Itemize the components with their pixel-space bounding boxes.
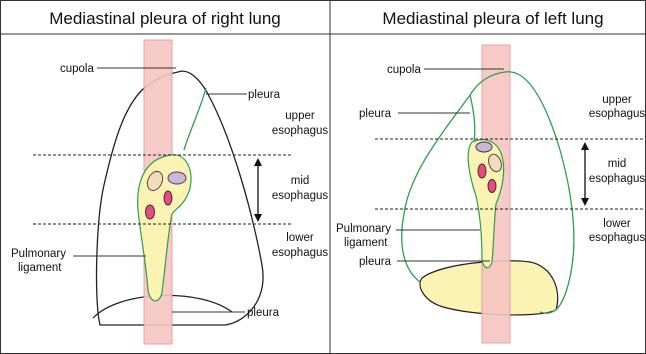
left-bronchus <box>476 142 492 152</box>
left-vein-lower <box>488 180 496 193</box>
left-label-pleura-top: pleura <box>359 108 392 120</box>
left-label-mid-2: esophagus <box>589 173 646 185</box>
right-label-lower-2: esophagus <box>272 247 329 259</box>
right-label-pleura-bottom: pleura <box>247 307 280 319</box>
left-label-mid-1: mid <box>608 158 627 170</box>
left-vein-upper <box>478 164 486 178</box>
right-vein-mid <box>164 191 172 205</box>
right-pleura-line <box>184 88 206 150</box>
left-label-pleura-bottom: pleura <box>359 256 392 268</box>
right-label-lower-1: lower <box>286 232 314 244</box>
panel-right-lung: Mediastinal pleura of right lung <box>11 9 328 344</box>
right-label-pleura-top: pleura <box>248 89 281 101</box>
right-label-pulmonary: Pulmonary <box>11 248 66 260</box>
right-label-cupola: cupola <box>60 63 94 75</box>
left-label-lower-2: esophagus <box>589 232 646 244</box>
left-label-pulmonary: Pulmonary <box>336 223 391 235</box>
left-pleura-line <box>470 95 475 142</box>
left-mid-arrow <box>581 142 589 206</box>
panel-left-title: Mediastinal pleura of left lung <box>382 9 603 28</box>
right-label-mid-2: esophagus <box>272 190 329 202</box>
right-vein-lower <box>146 205 155 219</box>
left-label-upper-1: upper <box>602 94 632 106</box>
panel-right-title: Mediastinal pleura of right lung <box>49 9 281 28</box>
panel-left-lung: Mediastinal pleura of left lung <box>336 9 645 343</box>
right-label-upper-1: upper <box>285 110 315 122</box>
right-label-upper-2: esophagus <box>272 125 329 137</box>
left-label-cupola: cupola <box>387 64 421 76</box>
right-mid-arrow <box>254 158 262 222</box>
left-label-ligament: ligament <box>344 237 388 249</box>
left-label-upper-2: esophagus <box>589 108 646 120</box>
right-bronchus <box>168 172 186 184</box>
left-label-lower-1: lower <box>603 218 631 230</box>
right-label-mid-1: mid <box>291 175 310 187</box>
right-label-ligament: ligament <box>18 262 62 274</box>
